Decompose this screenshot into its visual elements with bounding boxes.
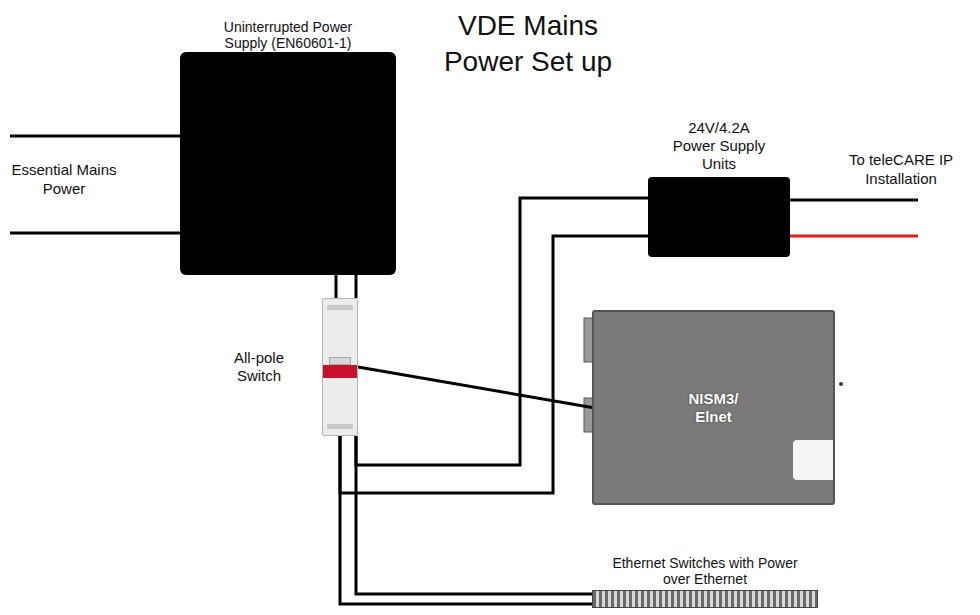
node-heading: All-pole Switch [213,349,305,385]
output-wire [788,199,918,202]
mains-wire [10,135,182,138]
device-tab [793,440,833,480]
switch-red-band [323,365,357,378]
switch-screw [327,424,353,429]
power-cable [358,367,592,408]
power-cable [336,275,356,298]
node-heading: 24V/4.2A Power Supply Units [667,119,772,173]
node-heading: Ethernet Switches with Power over Ethern… [610,555,800,587]
all-pole-switch: All-pole Switch [322,298,358,436]
output-label: To teleCARE IP Installation [826,150,976,188]
power-supply-box: 24V/4.2A Power Supply Units [648,177,790,257]
device-dot [839,382,843,386]
switch-lever [329,357,351,365]
ethernet-switch: Ethernet Switches with Power over Ethern… [592,590,818,608]
output-wire-red [788,235,918,238]
ups-box: Uninterrupted Power Supply (EN60601-1) [180,52,396,275]
power-cable [340,436,592,604]
diagram-title: VDE Mains Power Set up [428,8,628,80]
input-label: Essential Mains Power [8,160,120,198]
device-label: NISM3/ Elnet [672,390,756,426]
node-heading: Uninterrupted Power Supply (EN60601-1) [222,19,354,51]
nism-device: NISM3/ Elnet [592,310,835,505]
mains-wire [10,232,182,235]
switch-screw [327,305,353,310]
